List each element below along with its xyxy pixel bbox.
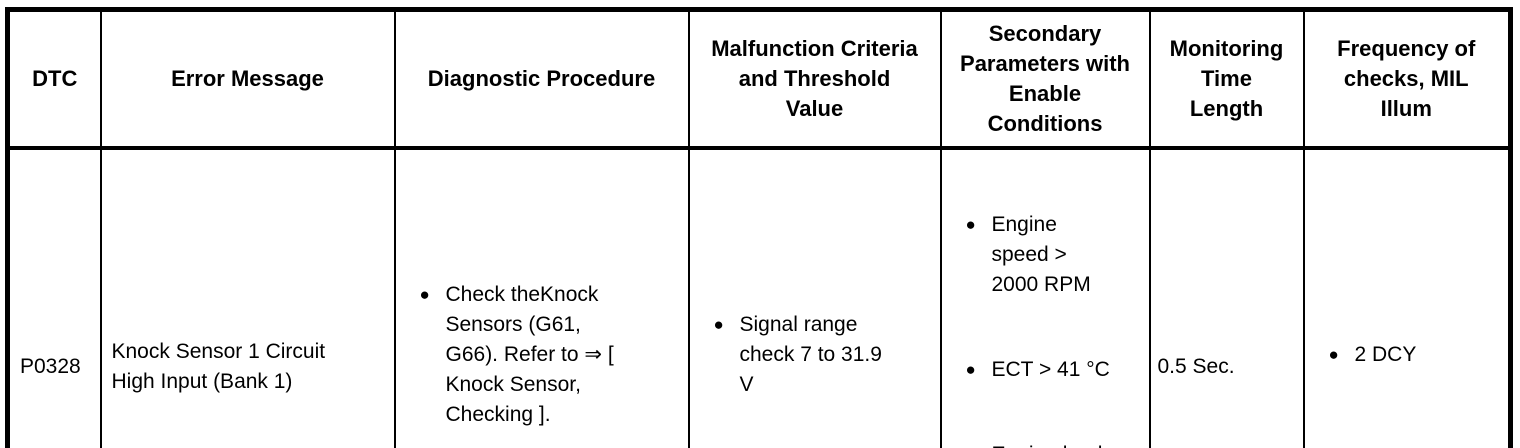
diagnostic-procedure-list: Check theKnock Sensors (G61, G66). Refer… [397, 250, 684, 448]
secondary-parameters-list: Engine speed > 2000 RPM ECT > 41 °C Engi… [943, 180, 1145, 448]
list-item: ECT > 41 °C [966, 355, 1145, 385]
cell-diagnostic-procedure: Check theKnock Sensors (G61, G66). Refer… [393, 147, 689, 448]
header-diagnostic-procedure: Diagnostic Procedure [393, 9, 689, 150]
cell-dtc-code: P0328 [20, 355, 81, 378]
cell-frequency-of-checks: 2 DCY [1302, 147, 1511, 448]
header-error-message: Error Message [99, 9, 395, 150]
list-item: Signal range check 7 to 31.9 V [714, 310, 936, 400]
cell-monitoring-time: 0.5 Sec. [1148, 147, 1304, 448]
cell-secondary-parameters: Engine speed > 2000 RPM ECT > 41 °C Engi… [939, 147, 1150, 448]
cell-malfunction-criteria: Signal range check 7 to 31.9 V [687, 147, 941, 448]
list-item: Engine load > 30% [966, 440, 1145, 448]
cell-error-message: Knock Sensor 1 Circuit High Input (Bank … [99, 147, 395, 448]
list-item: Engine speed > 2000 RPM [966, 210, 1145, 300]
header-secondary-parameters: Secondary Parameters with Enable Conditi… [939, 9, 1150, 150]
frequency-of-checks-list: 2 DCY [1306, 310, 1505, 400]
header-malfunction-criteria: Malfunction Criteria and Threshold Value [687, 9, 941, 150]
list-item: 2 DCY [1329, 340, 1505, 370]
table-header-row: DTC Error Message Diagnostic Procedure M… [7, 9, 1511, 150]
header-monitoring-time: Monitoring Time Length [1148, 9, 1304, 150]
header-dtc: DTC [7, 9, 101, 150]
header-frequency-of-checks: Frequency of checks, MIL Illum [1302, 9, 1511, 150]
list-item: Check theKnock Sensors (G61, G66). Refer… [420, 280, 684, 430]
dtc-diagnostics-table: DTC Error Message Diagnostic Procedure M… [5, 7, 1513, 448]
table-row: P0328 Knock Sensor 1 Circuit High Input … [8, 147, 1511, 448]
malfunction-criteria-list: Signal range check 7 to 31.9 V [691, 280, 936, 430]
